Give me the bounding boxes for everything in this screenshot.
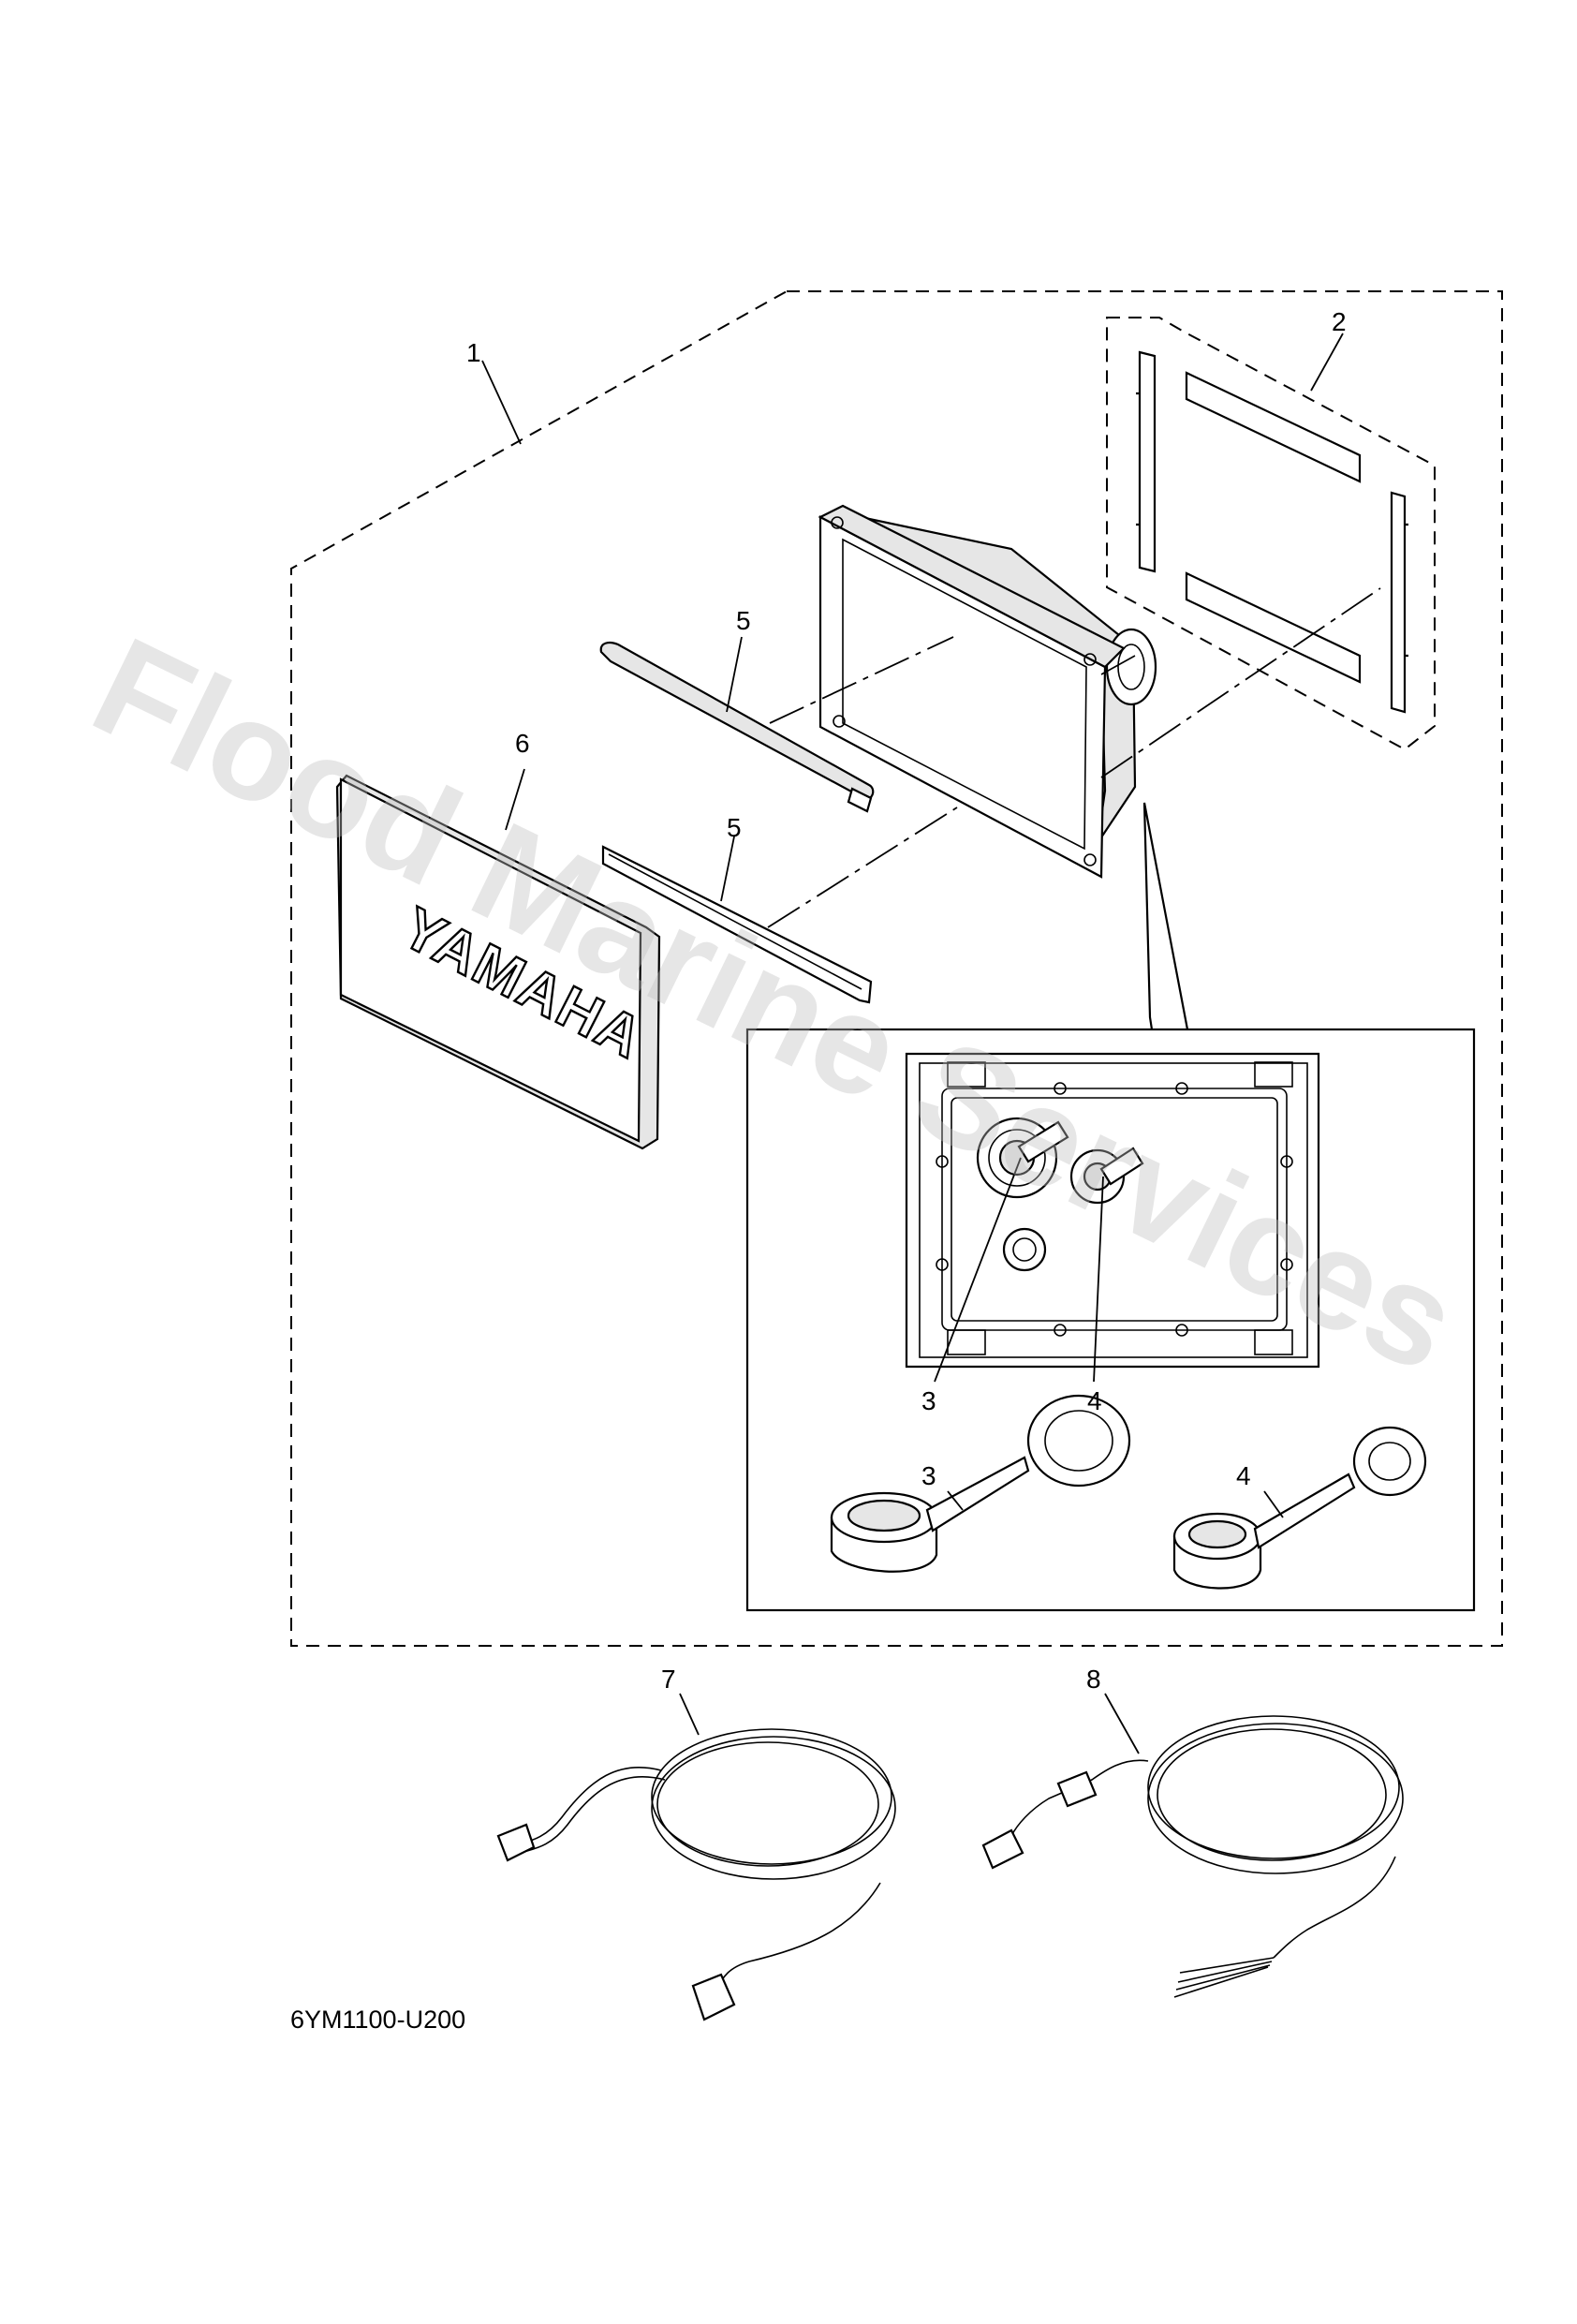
callout-3-cap: 3 — [921, 1461, 936, 1490]
seal-pieces — [1136, 350, 1408, 714]
display-unit — [818, 504, 1157, 879]
callout-1: 1 — [466, 338, 481, 367]
detail-view-box — [745, 1028, 1476, 1612]
detail-view-leader — [1142, 802, 1189, 1030]
callout-2: 2 — [1332, 307, 1347, 336]
assembly-center-lines — [767, 587, 1381, 928]
callout-8: 8 — [1086, 1665, 1101, 1694]
callout-numbers: 1 2 5 6 5 3 4 3 4 7 8 — [466, 307, 1347, 1694]
callout-7: 7 — [661, 1665, 676, 1694]
callout-4-panel: 4 — [1087, 1386, 1102, 1415]
callout-6: 6 — [515, 729, 530, 758]
callout-4-cap: 4 — [1236, 1461, 1251, 1490]
watermark: Flood Marine Services — [71, 607, 1481, 1402]
callout-5-upper: 5 — [736, 606, 751, 635]
trim-strip-upper — [599, 642, 875, 813]
cover-6: YAMAHA — [335, 774, 661, 1150]
cable-7 — [496, 1728, 896, 2021]
leader-lines — [481, 333, 1344, 1754]
cap-3 — [830, 1394, 1131, 1573]
cable-8 — [981, 1715, 1404, 1998]
drawing-code: 6YM1100-U200 — [290, 2006, 465, 2034]
rear-panel — [905, 1052, 1320, 1369]
assembly-1-dashed-outline — [290, 290, 1503, 1647]
cap-4 — [1172, 1426, 1427, 1590]
callout-3-panel: 3 — [921, 1386, 936, 1415]
seal-set-2-dashed-outline — [1106, 317, 1436, 751]
trim-strip-lower — [601, 845, 873, 1004]
callout-5-lower: 5 — [727, 813, 742, 842]
